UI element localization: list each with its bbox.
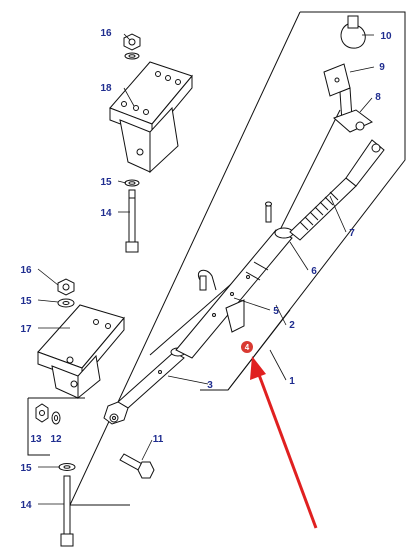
label-11: 11 bbox=[153, 434, 164, 445]
grease-nipple bbox=[265, 201, 272, 223]
label-10: 10 bbox=[380, 31, 392, 42]
label-1: 1 bbox=[289, 376, 295, 387]
label-16-upper: 16 bbox=[100, 28, 112, 39]
pin-bracket bbox=[333, 87, 373, 133]
label-5: 5 bbox=[273, 306, 279, 317]
label-12: 12 bbox=[50, 434, 62, 445]
main-tube bbox=[175, 227, 294, 359]
part-labels: 16 18 15 14 16 15 17 13 12 15 14 11 3 1 … bbox=[20, 28, 392, 511]
label-15-lower: 15 bbox=[20, 296, 32, 307]
upper-bracket bbox=[109, 61, 193, 174]
part-4-marker-text: 4 bbox=[245, 343, 250, 352]
part-4-marker[interactable]: 4 bbox=[241, 341, 253, 353]
label-3: 3 bbox=[207, 380, 213, 391]
lynch-pin bbox=[340, 15, 366, 49]
callout-lines bbox=[37, 33, 375, 505]
lower-bracket bbox=[37, 304, 125, 400]
tube-clip bbox=[198, 269, 217, 291]
label-8: 8 bbox=[375, 92, 381, 103]
short-bolt bbox=[119, 453, 155, 479]
upper-bolt bbox=[125, 189, 139, 253]
label-9: 9 bbox=[379, 62, 385, 73]
outer-tube-assembly bbox=[103, 347, 186, 425]
label-2: 2 bbox=[289, 320, 295, 331]
label-15-upper: 15 bbox=[100, 177, 112, 188]
label-15-bottom: 15 bbox=[20, 463, 32, 474]
highlight-arrow bbox=[250, 356, 318, 529]
label-14-upper: 14 bbox=[100, 208, 112, 219]
lower-nut bbox=[57, 278, 75, 296]
label-16-lower: 16 bbox=[20, 265, 32, 276]
label-7: 7 bbox=[349, 228, 355, 239]
label-14-lower: 14 bbox=[20, 500, 32, 511]
label-13: 13 bbox=[30, 434, 42, 445]
threaded-rod bbox=[289, 139, 385, 241]
group-boundaries bbox=[27, 11, 406, 506]
label-6: 6 bbox=[311, 266, 317, 277]
small-nut bbox=[35, 403, 49, 423]
lower-bolt bbox=[60, 475, 74, 547]
plate bbox=[323, 63, 351, 97]
label-17: 17 bbox=[20, 324, 32, 335]
label-18: 18 bbox=[100, 83, 112, 94]
